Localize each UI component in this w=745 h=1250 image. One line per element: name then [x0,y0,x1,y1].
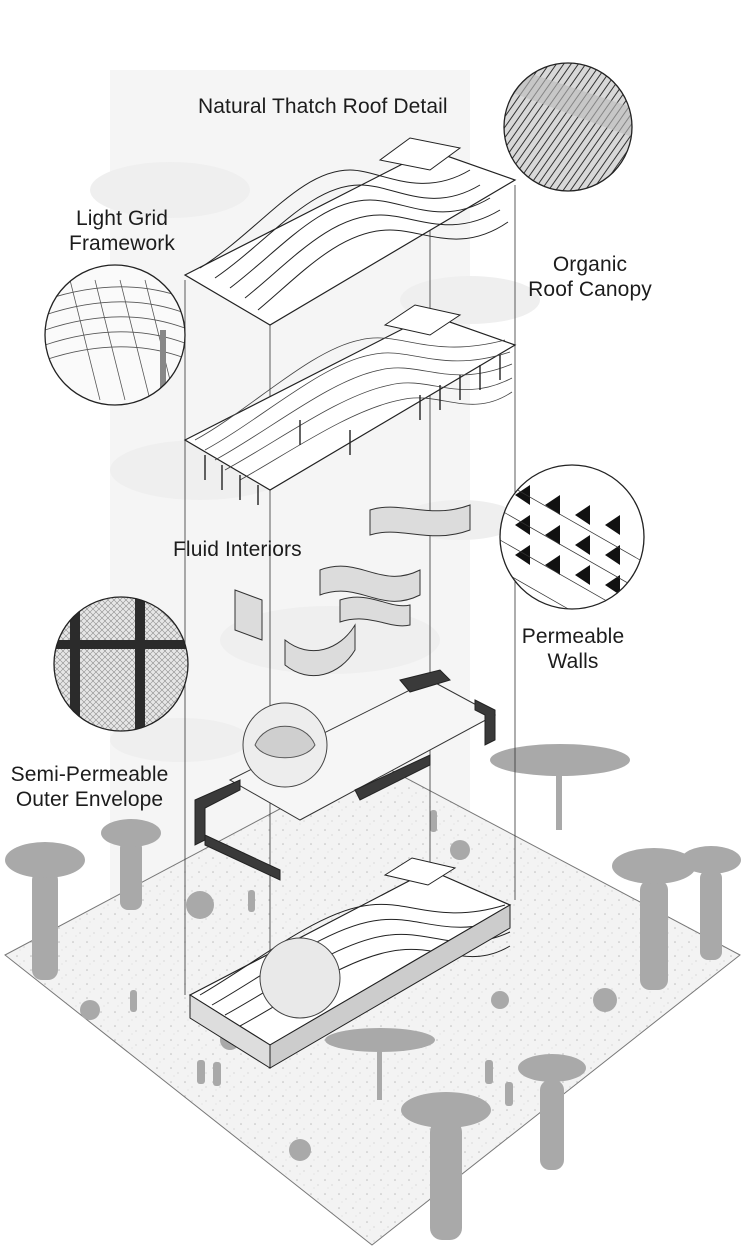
label-text-line2: Outer Envelope [15,788,164,811]
thatch-roof-layer [183,137,517,326]
label-semi-permeable-outer-envelope: Semi-Permeable Outer Envelope [2,762,177,812]
outer-envelope-detail-circle [53,596,189,732]
label-text-line1: Light Grid [75,207,169,230]
light-grid-detail-circle [44,264,186,406]
fluid-interiors-layer [234,504,471,677]
label-text: Fluid Interiors [173,538,302,561]
label-natural-thatch-roof-detail: Natural Thatch Roof Detail [198,94,448,119]
label-text-line1: Semi-Permeable [10,763,169,786]
label-text-line2: Framework [69,232,175,255]
label-fluid-interiors: Fluid Interiors [173,537,302,562]
permeable-walls-detail-circle [499,464,645,610]
label-organic-roof-canopy: Organic Roof Canopy [520,252,660,302]
label-permeable-walls: Permeable Walls [518,624,628,674]
outer-envelope-layer [194,669,497,881]
grid-framework-layer [183,304,517,505]
label-light-grid-framework: Light Grid Framework [58,206,186,256]
label-text-line2: Roof Canopy [528,278,652,301]
label-text-line1: Organic [552,253,628,276]
thatch-detail-circle [503,62,633,192]
assembled-building [188,857,512,1069]
tree-silhouettes [5,744,741,1240]
label-text-line2: Walls [547,650,599,673]
label-text-line1: Permeable [521,625,625,648]
label-text: Natural Thatch Roof Detail [198,95,448,118]
